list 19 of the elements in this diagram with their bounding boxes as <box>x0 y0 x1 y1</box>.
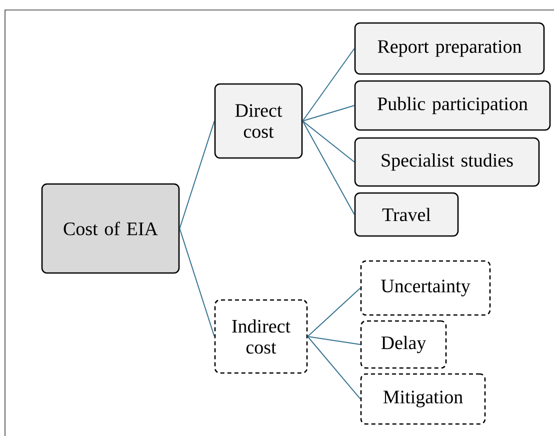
process-box: Travel <box>354 192 459 237</box>
connector <box>307 336 361 400</box>
dashed-box: Delay <box>360 320 447 369</box>
connector <box>302 120 355 162</box>
dashed-box: Uncertainty <box>360 260 491 316</box>
dashed-box: Indirect cost <box>214 299 308 374</box>
connector <box>179 228 215 337</box>
connector <box>307 336 361 345</box>
process-box: Specialist studies <box>354 137 540 187</box>
process-box: Public participation <box>354 80 551 131</box>
process-box: Report preparation <box>354 22 545 75</box>
dashed-box: Mitigation <box>360 373 486 425</box>
connector <box>302 105 355 122</box>
process-box: Cost of EIA <box>41 183 180 274</box>
process-box: Direct cost <box>214 83 303 159</box>
connector <box>302 48 355 122</box>
connector <box>179 120 215 229</box>
connector <box>302 120 355 215</box>
connector <box>307 288 361 337</box>
